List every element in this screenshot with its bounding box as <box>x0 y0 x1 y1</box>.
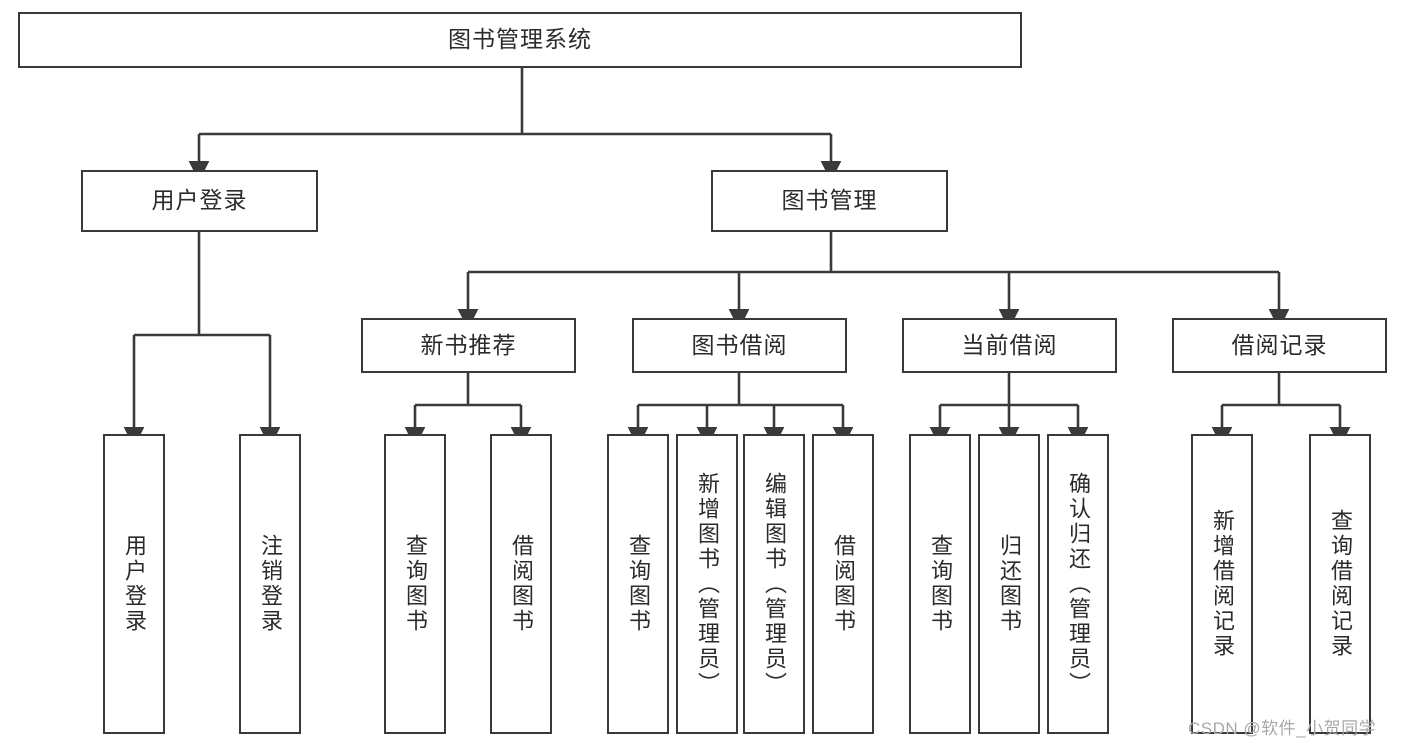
node-label: 图书借阅 <box>691 331 788 358</box>
node-borrow-record[interactable]: 借阅记录 <box>1172 318 1387 373</box>
node-current-borrow[interactable]: 当前借阅 <box>902 318 1117 373</box>
node-label: 图书管理系统 <box>448 26 592 53</box>
node-leaf-add-record[interactable]: 新增借阅记录 <box>1191 434 1253 734</box>
node-label: 图书管理 <box>781 187 878 214</box>
node-label: 编辑图书（管理员） <box>762 471 787 697</box>
node-label: 新增借阅记录 <box>1210 509 1235 659</box>
node-leaf-logout-login[interactable]: 注销登录 <box>239 434 301 734</box>
node-label: 确认归还（管理员） <box>1066 471 1091 697</box>
node-leaf-confirm-return[interactable]: 确认归还（管理员） <box>1047 434 1109 734</box>
node-label: 新增图书（管理员） <box>695 471 720 697</box>
node-leaf-query-book-3[interactable]: 查询图书 <box>909 434 971 734</box>
node-leaf-return-book[interactable]: 归还图书 <box>978 434 1040 734</box>
node-label: 用户登录 <box>122 534 147 634</box>
node-new-book-recommend[interactable]: 新书推荐 <box>361 318 576 373</box>
node-label: 新书推荐 <box>420 331 517 358</box>
node-label: 查询图书 <box>403 534 428 634</box>
node-book-borrow[interactable]: 图书借阅 <box>632 318 847 373</box>
node-leaf-edit-book[interactable]: 编辑图书（管理员） <box>743 434 805 734</box>
node-leaf-query-book-1[interactable]: 查询图书 <box>384 434 446 734</box>
node-leaf-add-book[interactable]: 新增图书（管理员） <box>676 434 738 734</box>
watermark-text: CSDN @软件_小贺同学 <box>1188 719 1377 738</box>
node-leaf-user-login[interactable]: 用户登录 <box>103 434 165 734</box>
node-label: 查询图书 <box>928 534 953 634</box>
node-book-management[interactable]: 图书管理 <box>711 170 948 232</box>
node-label: 用户登录 <box>151 187 248 214</box>
node-user-login[interactable]: 用户登录 <box>81 170 318 232</box>
node-leaf-query-record[interactable]: 查询借阅记录 <box>1309 434 1371 734</box>
node-label: 借阅记录 <box>1231 331 1328 358</box>
node-label: 归还图书 <box>997 534 1022 634</box>
node-leaf-query-book-2[interactable]: 查询图书 <box>607 434 669 734</box>
node-leaf-borrow-book-1[interactable]: 借阅图书 <box>490 434 552 734</box>
node-label: 注销登录 <box>258 534 283 634</box>
node-label: 借阅图书 <box>509 534 534 634</box>
node-label: 当前借阅 <box>961 331 1058 358</box>
node-root-system[interactable]: 图书管理系统 <box>18 12 1022 68</box>
node-label: 查询图书 <box>626 534 651 634</box>
node-label: 借阅图书 <box>831 534 856 634</box>
node-leaf-borrow-book-2[interactable]: 借阅图书 <box>812 434 874 734</box>
node-label: 查询借阅记录 <box>1328 509 1353 659</box>
